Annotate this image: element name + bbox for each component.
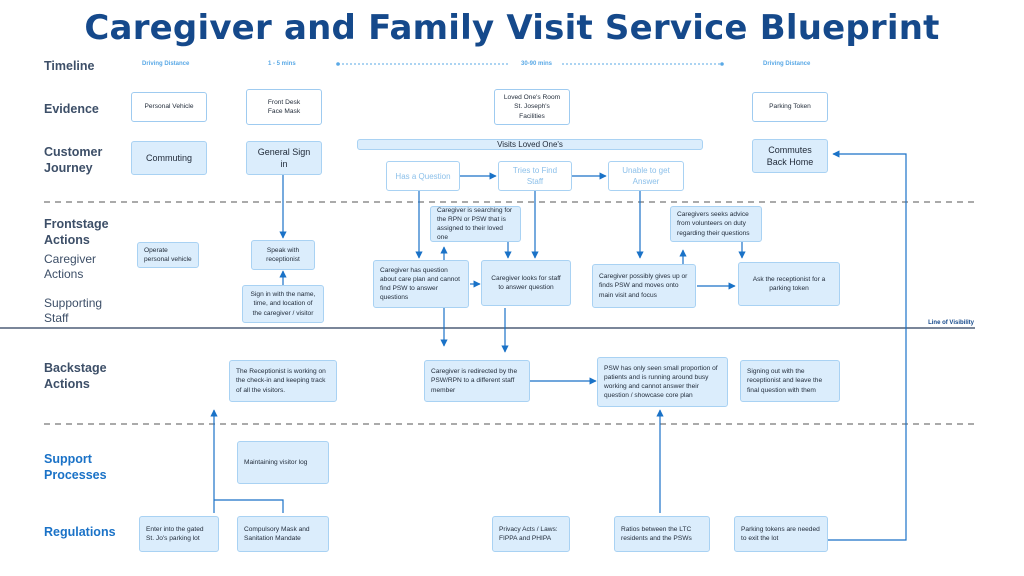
lane-supporting-staff: Supporting Staff [44, 296, 103, 325]
page-title: Caregiver and Family Visit Service Bluep… [84, 8, 940, 48]
line-of-visibility-label: Line of Visibility [928, 320, 974, 326]
regulation-mask-mandate: Compulsory Mask and Sanitation Mandate [237, 516, 329, 552]
journey-commuting: Commuting [131, 141, 207, 175]
lane-regulations: Regulations [44, 525, 116, 539]
journey-visits-loved-ones: Visits Loved One's [357, 139, 703, 150]
lane-backstage: Backstage Actions [44, 361, 107, 391]
frontstage-gives-up-or-finds-psw: Caregiver possibly gives up or finds PSW… [592, 264, 696, 308]
lane-customer-journey: Customer Journey [44, 145, 103, 175]
frontstage-sign-in-details: Sign in with the name, time, and locatio… [242, 285, 324, 323]
frontstage-ask-receptionist-token: Ask the receptionist for a parking token [738, 262, 840, 306]
journey-commutes-back-home: Commutes Back Home [752, 139, 828, 173]
evidence-loved-ones-room-line1: Loved One's Room [503, 94, 561, 102]
timeline-label-2: 1 - 5 mins [268, 61, 296, 67]
journey-general-sign-in: General Sign in [246, 141, 322, 175]
lane-frontstage: Frontstage Actions [44, 217, 109, 247]
frontstage-seeks-advice: Caregivers seeks advice from volunteers … [670, 206, 762, 242]
journey-unable-to-get-answer: Unable to get Answer [608, 161, 684, 191]
regulation-ltc-ratios: Ratios between the LTC residents and the… [614, 516, 710, 552]
backstage-receptionist-working: The Receptionist is working on the check… [229, 360, 337, 402]
regulation-gated-parking: Enter into the gated St. Jo's parking lo… [139, 516, 219, 552]
lane-support-processes: Support Processes [44, 452, 107, 482]
timeline-label-4: Driving Distance [763, 61, 811, 67]
backstage-psw-busy: PSW has only seen small proportion of pa… [597, 357, 728, 407]
frontstage-caregiver-has-question: Caregiver has question about care plan a… [373, 260, 469, 308]
lane-timeline: Timeline [44, 59, 95, 73]
frontstage-caregiver-searching: Caregiver is searching for the RPN or PS… [430, 206, 521, 242]
backstage-caregiver-redirected: Caregiver is redirected by the PSW/RPN t… [424, 360, 530, 402]
evidence-front-desk: Front Desk Face Mask [246, 89, 322, 125]
evidence-loved-ones-room-line2: St. Joseph's Facilities [514, 103, 550, 120]
evidence-loved-ones-room: Loved One's Room St. Joseph's Facilities [494, 89, 570, 125]
frontstage-speak-with-receptionist: Speak with receptionist [251, 240, 315, 270]
frontstage-caregiver-looks-for-staff: Caregiver looks for staff to answer ques… [481, 260, 571, 306]
frontstage-operate-vehicle: Operate personal vehicle [137, 242, 199, 268]
timeline-label-3: 30-90 mins [521, 61, 553, 67]
evidence-personal-vehicle: Personal Vehicle [131, 92, 207, 122]
timeline-label-1: Driving Distance [142, 61, 190, 67]
lane-caregiver-actions: Caregiver Actions [44, 252, 97, 281]
journey-tries-to-find-staff: Tries to Find Staff [498, 161, 572, 191]
evidence-front-desk-line1: Front Desk [267, 98, 301, 106]
lane-evidence: Evidence [44, 102, 99, 116]
evidence-parking-token: Parking Token [752, 92, 828, 122]
backstage-signing-out: Signing out with the receptionist and le… [740, 360, 840, 402]
support-maintaining-visitor-log: Maintaining visitor log [237, 441, 329, 484]
regulation-privacy-acts: Privacy Acts / Laws: FIPPA and PHIPA [492, 516, 570, 552]
journey-has-a-question: Has a Question [386, 161, 460, 191]
regulation-parking-tokens: Parking tokens are needed to exit the lo… [734, 516, 828, 552]
evidence-front-desk-line2: Face Mask [267, 108, 301, 115]
